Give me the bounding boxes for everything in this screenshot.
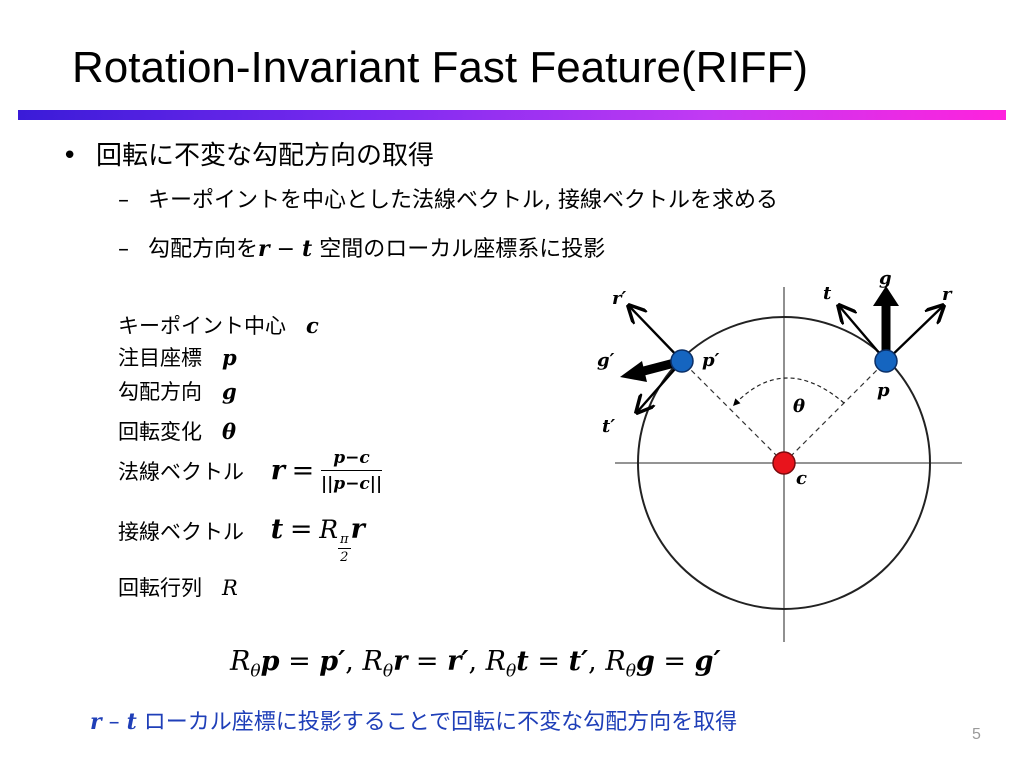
r-prime-vector <box>630 307 683 362</box>
formula-t-prime: t′ <box>568 646 589 677</box>
formula-sub: θ <box>506 661 517 682</box>
sub-bullet-2: –勾配方向をr − t 空間のローカル座標系に投影 <box>118 234 605 265</box>
main-bullet: • 回転に不変な勾配方向の取得 <box>62 138 434 174</box>
def-tangent-label: 接線ベクトル <box>118 520 244 544</box>
g-prime-vector-head <box>620 361 647 382</box>
summary-t: t <box>126 709 137 735</box>
label-p-prime: p′ <box>702 350 720 371</box>
sub-bullet-marker: – <box>118 237 129 262</box>
summary-r: r <box>90 709 102 735</box>
formula-sep: , <box>468 646 478 677</box>
label-r: r <box>942 284 953 305</box>
def-center: キーポイント中心 c <box>118 310 319 340</box>
def-tangent-eq: = <box>289 514 313 545</box>
def-rotation-symbol: θ <box>222 419 237 444</box>
def-gradient: 勾配方向 g <box>118 376 237 406</box>
formula-eq: = <box>288 646 311 677</box>
label-g: g <box>879 268 892 289</box>
dashed-radius-left <box>681 360 785 464</box>
def-point-symbol: p <box>222 345 237 370</box>
r-vector <box>885 307 942 362</box>
tangent-subscript-num: π <box>338 532 351 549</box>
label-t: t <box>823 283 832 304</box>
formula-sub: θ <box>382 661 394 682</box>
rotation-diagram: r′ t g r g′ p′ θ p t′ c <box>597 268 962 642</box>
def-gradient-label: 勾配方向 <box>118 380 202 404</box>
formula-R: R <box>605 646 626 677</box>
sub-bullet-1: –キーポイントを中心とした法線ベクトル, 接線ベクトルを求める <box>118 186 778 216</box>
def-normal-label: 法線ベクトル <box>118 460 244 484</box>
summary-line: r – t ローカル座標に投影することで回転に不変な勾配方向を取得 <box>90 704 737 736</box>
rotation-formula: Rθp = p′, Rθr = r′, Rθt = t′, Rθg = g′ <box>230 646 721 681</box>
formula-sep: , <box>345 646 354 677</box>
normal-fraction: p−c ||p−c|| <box>320 448 383 494</box>
def-center-label: キーポイント中心 <box>118 314 286 338</box>
def-normal-lhs: r <box>270 455 285 487</box>
formula-eq: = <box>663 646 687 677</box>
formula-g: g <box>635 646 655 677</box>
formula-p-prime: p′ <box>319 646 346 677</box>
formula-eq: = <box>537 646 560 677</box>
label-t-prime: t′ <box>602 416 615 437</box>
def-matrix-symbol: R <box>222 576 238 600</box>
label-p: p <box>877 380 890 401</box>
g-vector-head <box>873 286 899 306</box>
def-matrix-label: 回転行列 <box>118 576 202 600</box>
label-c: c <box>796 468 807 489</box>
tangent-subscript-den: 2 <box>340 550 349 565</box>
def-rotation: 回転変化 θ <box>118 416 236 446</box>
formula-sep: , <box>588 646 597 677</box>
formula-R: R <box>485 646 507 677</box>
summary-text: ローカル座標に投影することで回転に不変な勾配方向を取得 <box>143 710 738 735</box>
main-bullet-text: 回転に不変な勾配方向の取得 <box>96 141 435 171</box>
theta-arc <box>733 377 845 407</box>
r-symbol: r <box>258 236 270 262</box>
keypoint-p-prime <box>670 349 694 373</box>
sub-bullet-1-text: キーポイントを中心とした法線ベクトル, 接線ベクトルを求める <box>148 188 778 213</box>
minus-sign: − <box>276 237 296 262</box>
normal-fraction-numerator: p−c <box>320 448 383 471</box>
formula-sub: θ <box>625 661 636 682</box>
formula-r-prime: r′ <box>447 646 469 677</box>
label-g-prime: g′ <box>597 350 615 371</box>
formula-g-prime: g′ <box>694 646 721 677</box>
def-tangent-rhs: r <box>350 514 365 545</box>
slide-title: Rotation-Invariant Fast Feature(RIFF) <box>72 43 809 92</box>
center-c <box>772 451 796 475</box>
formula-sub: θ <box>250 661 261 682</box>
def-matrix: 回転行列 R <box>118 572 238 602</box>
formula-r: r <box>393 646 408 677</box>
def-point-label: 注目座標 <box>118 346 202 370</box>
label-theta: θ <box>793 396 805 417</box>
title-divider <box>18 110 1006 120</box>
def-tangent-lhs: t <box>270 514 284 545</box>
keypoint-p <box>874 349 898 373</box>
def-normal-eq: = <box>291 455 315 487</box>
label-r-prime: r′ <box>612 288 626 309</box>
def-center-symbol: c <box>306 313 319 338</box>
sub-bullet-marker: – <box>118 188 129 213</box>
formula-eq: = <box>415 646 439 677</box>
normal-fraction-denominator: ||p−c|| <box>320 474 383 494</box>
formula-p: p <box>260 646 280 677</box>
def-normal: 法線ベクトル r = p−c ||p−c|| <box>118 448 383 494</box>
def-point: 注目座標 p <box>118 342 237 372</box>
formula-R: R <box>230 646 251 677</box>
def-rotation-label: 回転変化 <box>118 420 202 444</box>
bullet-marker: • <box>62 141 78 171</box>
formula-t: t <box>516 646 529 677</box>
page-number: 5 <box>972 726 981 743</box>
def-gradient-symbol: g <box>222 379 237 404</box>
summary-dash: – <box>108 710 120 735</box>
keypoint-circle <box>637 316 931 610</box>
formula-R: R <box>362 646 383 677</box>
t-vector <box>840 307 887 362</box>
def-tangent-R: R <box>319 515 339 544</box>
sub-bullet-2-pre: 勾配方向を <box>148 237 259 262</box>
dashed-radius-right <box>783 360 887 464</box>
sub-bullet-2-post: 空間のローカル座標系に投影 <box>319 237 606 262</box>
t-symbol: t <box>302 236 313 262</box>
